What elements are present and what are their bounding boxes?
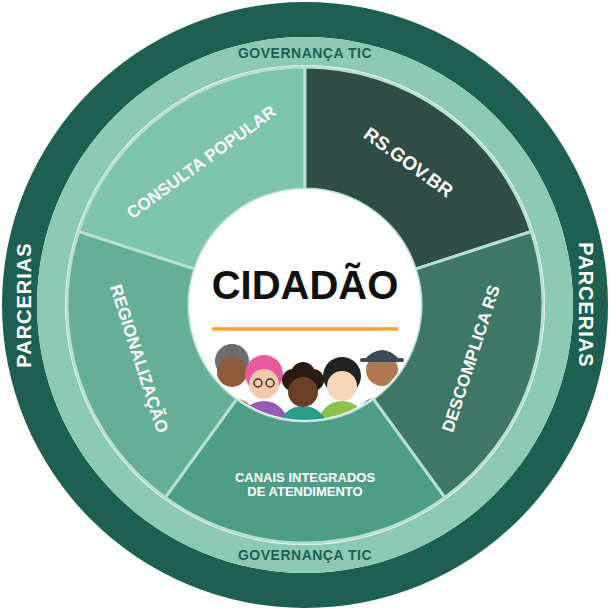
governance-ring-fill — [37, 37, 573, 573]
node-label: PARCERIAS — [575, 242, 597, 367]
person-head — [288, 377, 318, 407]
person-head — [327, 371, 357, 401]
person-body — [357, 396, 407, 440]
person-head — [366, 354, 398, 386]
person-hair — [323, 357, 361, 395]
person-body — [318, 401, 366, 449]
person-hair — [215, 344, 249, 378]
citizen-circle-fill — [189, 189, 421, 421]
person-glasses — [266, 379, 274, 387]
person-hair — [282, 369, 304, 391]
node-label: CIDADÃO — [212, 263, 399, 307]
orange-underline — [212, 327, 398, 331]
person-glasses — [254, 379, 262, 387]
person-hat-brim — [360, 358, 404, 362]
governance-ring: GOVERNANÇA TICGOVERNANÇA TICCONSULTA POP… — [37, 37, 573, 573]
person-hat — [364, 350, 400, 360]
person-body — [208, 398, 256, 442]
person-head — [217, 357, 247, 387]
person-body — [240, 401, 288, 449]
person-head — [249, 369, 279, 399]
person-hair — [291, 362, 315, 386]
node-label: GOVERNANÇA TIC — [238, 548, 372, 563]
person-body — [278, 406, 328, 454]
node-label: CANAIS INTEGRADOS DE ATENDIMENTO — [225, 471, 385, 500]
people-group — [208, 344, 407, 454]
citizen-circle: CIDADÃO — [189, 189, 421, 421]
person-hair — [245, 355, 283, 393]
node-label: PARCERIAS — [13, 242, 35, 367]
person-hair — [302, 369, 324, 391]
node-label: GOVERNANÇA TIC — [238, 46, 372, 61]
